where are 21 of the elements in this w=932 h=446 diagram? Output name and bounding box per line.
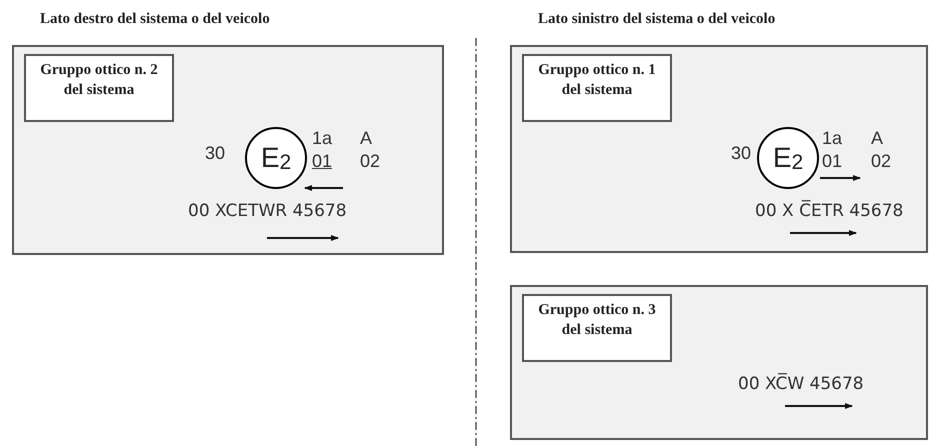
- panel: [510, 45, 928, 253]
- marking-text: 00 X C̅ETR 45678: [755, 199, 904, 223]
- panel: [12, 45, 444, 255]
- marking-text: 00 XC̅W 45678: [738, 372, 864, 396]
- marking-text: 01: [312, 150, 332, 172]
- marking-text: A: [871, 127, 884, 149]
- marking-text: 01: [822, 150, 842, 172]
- marking-text: A: [360, 127, 372, 149]
- label-box: Gruppo ottico n. 1 del sistema: [522, 54, 672, 122]
- marking-text: 30: [205, 142, 226, 164]
- marking-text: 02: [360, 150, 380, 172]
- column-heading: Lato sinistro del sistema o del veicolo: [538, 10, 776, 29]
- marking-text: 30: [731, 142, 752, 164]
- marking-text: 00 XCETWR 45678: [188, 200, 347, 223]
- column-heading: Lato destro del sistema o del veicolo: [40, 10, 270, 29]
- marking-text: 1a: [822, 127, 842, 149]
- label-box: Gruppo ottico n. 2 del sistema: [24, 54, 174, 122]
- panel: [510, 285, 928, 440]
- label-box: Gruppo ottico n. 3 del sistema: [522, 294, 672, 362]
- marking-text: 02: [871, 150, 892, 172]
- marking-text: 1a: [312, 127, 332, 149]
